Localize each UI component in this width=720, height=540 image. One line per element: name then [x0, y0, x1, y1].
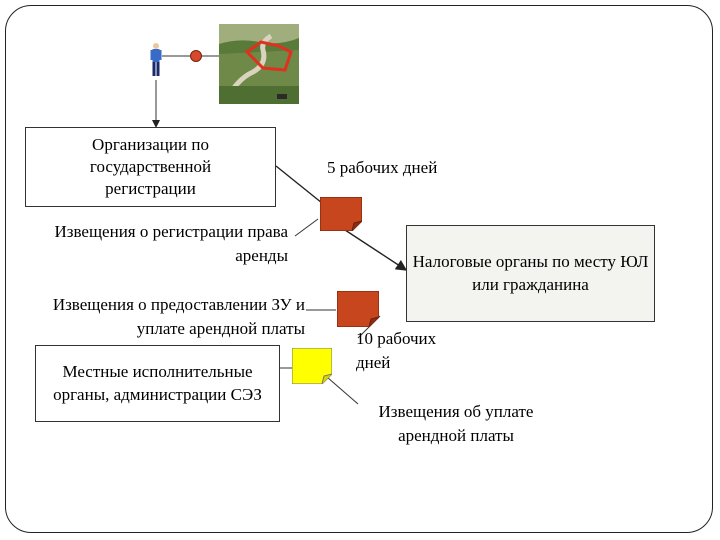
payment-notice-line2: арендной платы	[398, 425, 514, 445]
line-registration-to-doc	[275, 165, 323, 204]
local-authorities-text: Местные исполнительные органы, администр…	[53, 362, 262, 404]
registration-organizations-text: Организации по государственной регистрац…	[89, 134, 212, 199]
tax-authorities-text: Налоговые органы по месту ЮЛ или граждан…	[412, 252, 649, 294]
ten-days-line2: дней	[356, 352, 391, 372]
five-days-label: 5 рабочих дней	[327, 158, 438, 177]
ten-days-line1: 10 рабочих	[356, 329, 437, 348]
land-notice-document-icon	[337, 291, 379, 327]
land-notice-label: Извещения о предоставлении ЗУ и уплате а…	[4, 293, 305, 341]
local-authorities-box: Местные исполнительные органы, администр…	[35, 345, 280, 422]
lease-notice-document-icon	[320, 197, 362, 231]
payment-notice-document-icon	[292, 348, 332, 384]
slide-frame	[5, 5, 713, 533]
land-notice-line1: Извещения о предоставлении ЗУ и	[52, 295, 305, 314]
land-plot-photo	[219, 24, 299, 104]
registration-organizations-box: Организации по государственной регистрац…	[25, 127, 276, 207]
tax-authorities-box: Налоговые органы по месту ЮЛ или граждан…	[406, 225, 655, 322]
land-notice-line2: уплате арендной платы	[136, 318, 305, 338]
ten-days-label: 10 рабочих дней	[356, 327, 436, 375]
line-lease-leader	[294, 218, 319, 237]
lease-notice-line2: аренды	[235, 245, 288, 265]
lease-notice-label: Извещения о регистрации права аренды	[8, 220, 289, 268]
lease-notice-line1: Извещения о регистрации права	[54, 222, 289, 241]
location-pin-icon	[190, 50, 202, 62]
payment-notice-line1: Извещения об уплате	[378, 402, 534, 421]
payment-notice-label: Извещения об уплате арендной платы	[358, 400, 554, 448]
line-doc-to-tax	[341, 227, 408, 271]
person-icon	[150, 43, 162, 76]
